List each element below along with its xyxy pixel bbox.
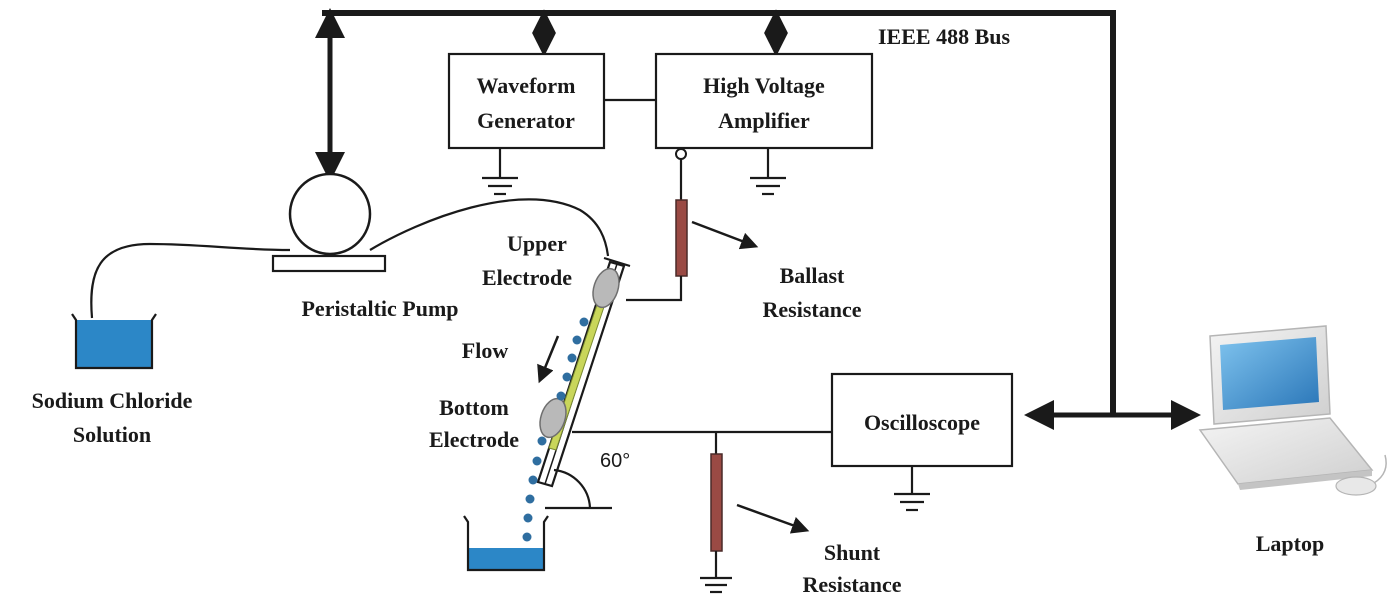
collection-beaker — [463, 515, 549, 572]
ground-icon — [700, 576, 732, 594]
shunt-resistor — [710, 453, 723, 552]
sodium-chloride-label-1: Sodium Chloride — [32, 388, 193, 413]
bottom-electrode-label-2: Electrode — [429, 427, 519, 452]
inlet-tube — [90, 242, 291, 319]
ground-icon — [894, 492, 930, 512]
ieee-488-bus — [315, 7, 1201, 430]
oscilloscope: Oscilloscope — [830, 372, 1014, 512]
droplets — [522, 317, 589, 542]
ground-icon — [482, 176, 518, 196]
angle-label: 60° — [600, 450, 630, 472]
ground-icon — [750, 176, 786, 196]
laptop-label: Laptop — [1256, 531, 1324, 556]
waveform-generator-label-2: Generator — [477, 108, 575, 133]
flow-label: Flow — [462, 338, 509, 363]
shunt-resistance-label-2: Resistance — [803, 572, 902, 596]
sodium-chloride-beaker — [71, 313, 157, 370]
upper-electrode-label-1: Upper — [507, 231, 567, 256]
ballast-resistance-label-2: Resistance — [763, 297, 862, 322]
ballast-resistance-label-1: Ballast — [780, 263, 845, 288]
ballast-resistor — [675, 199, 688, 277]
peristaltic-pump-label: Peristaltic Pump — [301, 296, 458, 321]
upper-electrode-label-2: Electrode — [482, 265, 572, 290]
hv-amplifier-label-2: Amplifier — [718, 108, 810, 133]
hv-amplifier-label-1: High Voltage — [703, 73, 825, 98]
bottom-electrode-label-1: Bottom — [439, 395, 509, 420]
outlet-tube — [369, 198, 610, 257]
upper-electrode — [592, 267, 620, 309]
high-voltage-amplifier: High Voltage Amplifier — [654, 52, 874, 196]
oscilloscope-label: Oscilloscope — [864, 410, 980, 435]
sodium-chloride-label-2: Solution — [73, 422, 151, 447]
bus-label: IEEE 488 Bus — [878, 24, 1010, 49]
waveform-generator-label-1: Waveform — [477, 73, 576, 98]
mouse-icon — [1335, 476, 1377, 496]
angle-marker — [545, 468, 612, 510]
flow-arrow — [537, 335, 560, 384]
laptop-icon — [1198, 325, 1387, 496]
peristaltic-pump — [271, 172, 387, 273]
shunt-resistance-label-1: Shunt — [824, 540, 881, 565]
output-terminal-icon — [675, 148, 687, 160]
waveform-generator: Waveform Generator — [447, 52, 606, 196]
